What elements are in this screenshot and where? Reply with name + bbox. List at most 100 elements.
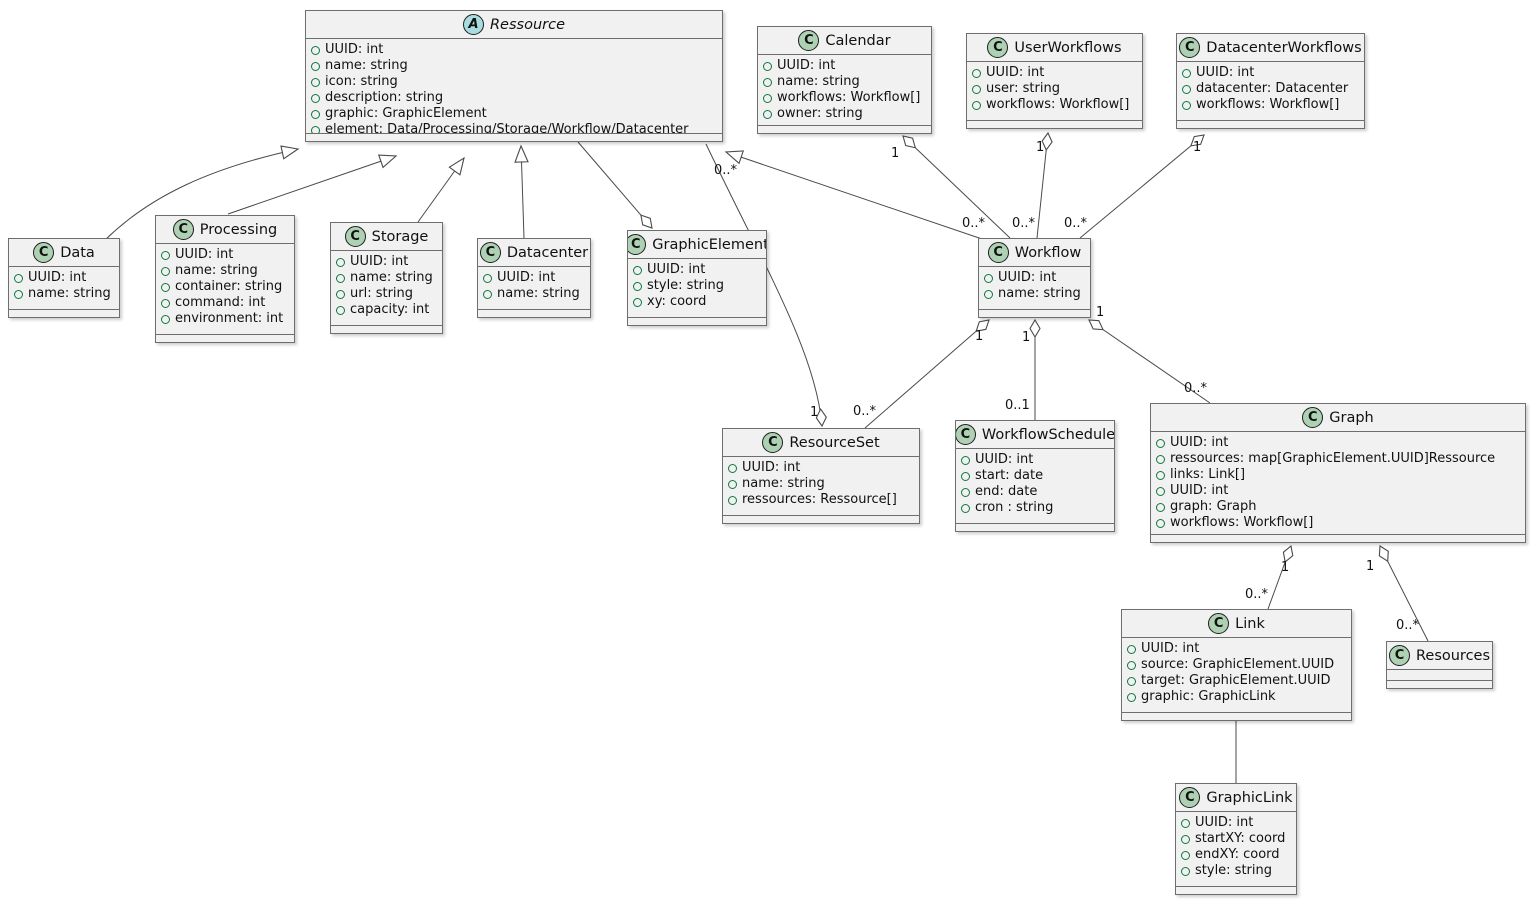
class-stereotype-icon: C — [1179, 37, 1201, 58]
methods-compartment — [758, 125, 931, 133]
attribute-text: description: string — [325, 90, 444, 105]
class-attribute: name: string — [483, 286, 584, 302]
class-title: Workflow — [1014, 244, 1082, 261]
attribute-text: endXY: coord — [1195, 847, 1280, 862]
class-attribute: icon: string — [311, 74, 716, 90]
class-stereotype-icon: C — [987, 242, 1009, 263]
class-stereotype-icon: C — [762, 432, 784, 453]
class-attribute: container: string — [161, 279, 288, 295]
edge-calendar-aggregates-workflow — [903, 136, 1011, 239]
class-header: C Link — [1122, 610, 1351, 637]
class-attribute: workflows: Workflow[] — [763, 90, 925, 106]
attribute-text: name: string — [497, 286, 580, 301]
methods-compartment — [1387, 680, 1492, 688]
class-attribute: datacenter: Datacenter — [1182, 81, 1358, 97]
edge-datacenter-extends-ressource — [514, 144, 529, 239]
edge-storage-extends-ressource — [417, 156, 465, 223]
field-visibility-icon — [311, 61, 320, 71]
class-attribute: name: string — [14, 286, 113, 302]
field-visibility-icon — [972, 68, 981, 78]
class-title: DatacenterWorkflows — [1206, 39, 1362, 56]
edge-graph-aggregates-resources — [1380, 546, 1429, 642]
edge-processing-extends-ressource — [227, 154, 398, 215]
multiplicity-label: 1 — [975, 329, 983, 344]
attribute-text: name: string — [998, 286, 1081, 301]
attribute-text: UUID: int — [497, 270, 556, 285]
attribute-text: UUID: int — [1141, 641, 1200, 656]
class-attribute: UUID: int — [972, 65, 1136, 81]
class-attribute: endXY: coord — [1181, 847, 1290, 863]
field-visibility-icon — [1181, 850, 1190, 860]
class-title: Data — [60, 244, 95, 261]
class-stereotype-icon: C — [798, 30, 820, 51]
class-attribute: workflows: Workflow[] — [1182, 97, 1358, 113]
field-visibility-icon — [1127, 692, 1136, 702]
attribute-text: container: string — [175, 279, 283, 294]
field-visibility-icon — [336, 305, 345, 315]
attribute-text: UUID: int — [998, 270, 1057, 285]
attribute-text: name: string — [175, 263, 258, 278]
methods-compartment — [979, 309, 1090, 317]
class-attribute: UUID: int — [1156, 435, 1519, 451]
multiplicity-label: 0..* — [1184, 381, 1208, 396]
methods-compartment — [1122, 712, 1351, 720]
class-stereotype-icon: C — [987, 37, 1009, 58]
class-attribute: UUID: int — [14, 270, 113, 286]
field-visibility-icon — [961, 471, 970, 481]
attribute-text: UUID: int — [1170, 483, 1229, 498]
attribute-text: datacenter: Datacenter — [1196, 81, 1349, 96]
field-visibility-icon — [763, 77, 772, 87]
class-stereotype-icon: C — [344, 226, 366, 247]
attribute-text: UUID: int — [28, 270, 87, 285]
field-visibility-icon — [311, 93, 320, 103]
edge-ressource-graphicelement — [577, 141, 652, 228]
field-visibility-icon — [1156, 454, 1165, 464]
class-attribute: UUID: int — [1181, 815, 1290, 831]
methods-compartment — [723, 515, 919, 523]
class-attribute: description: string — [311, 90, 716, 106]
class-attribute: capacity: int — [336, 302, 436, 318]
class-header: C Graph — [1151, 404, 1525, 431]
field-visibility-icon — [984, 289, 993, 299]
attribute-text: icon: string — [325, 74, 398, 89]
class-title: GraphicLink — [1206, 789, 1293, 806]
field-visibility-icon — [1156, 438, 1165, 448]
class-attribute: ressources: Ressource[] — [728, 492, 913, 508]
field-visibility-icon — [14, 273, 23, 283]
class-attribute: name: string — [161, 263, 288, 279]
class-title: UserWorkflows — [1014, 39, 1122, 56]
field-visibility-icon — [633, 297, 642, 307]
class-attribute: ressources: map[GraphicElement.UUID]Ress… — [1156, 451, 1519, 467]
class-attribute: UUID: int — [336, 254, 436, 270]
attribute-text: name: string — [742, 476, 825, 491]
methods-compartment — [156, 334, 294, 342]
field-visibility-icon — [961, 455, 970, 465]
methods-compartment — [1151, 534, 1525, 542]
attribute-text: name: string — [350, 270, 433, 285]
field-visibility-icon — [1181, 866, 1190, 876]
methods-compartment — [9, 309, 119, 317]
multiplicity-label: 0..* — [1012, 216, 1036, 231]
class-stereotype-icon: A — [462, 14, 484, 35]
attribute-text: source: GraphicElement.UUID — [1141, 657, 1335, 672]
methods-compartment — [1176, 886, 1296, 894]
multiplicity-label: 0..* — [1064, 216, 1088, 231]
field-visibility-icon — [1127, 660, 1136, 670]
class-title: WorkflowSchedule — [981, 426, 1114, 443]
class-title: Calendar — [825, 32, 891, 49]
field-visibility-icon — [483, 273, 492, 283]
field-visibility-icon — [14, 289, 23, 299]
